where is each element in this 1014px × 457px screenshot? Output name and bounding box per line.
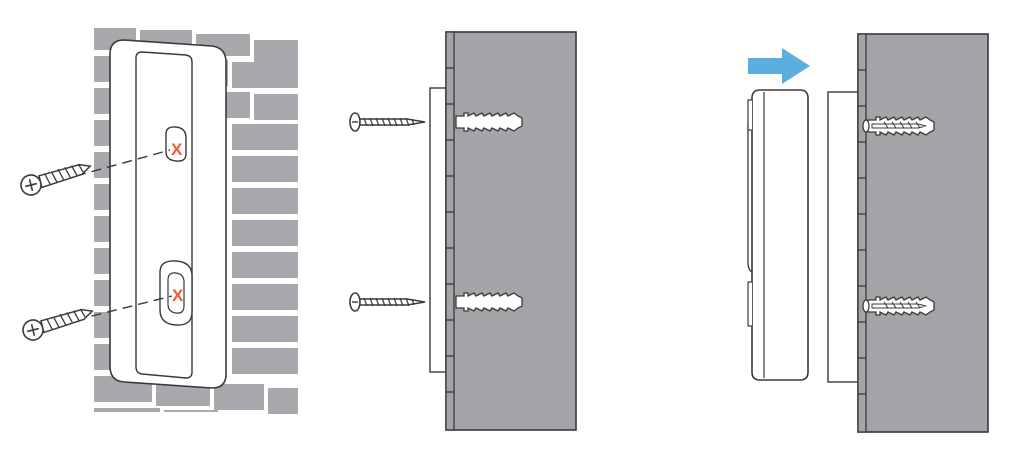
wall-edge xyxy=(445,31,455,431)
wall-anchor-icon xyxy=(455,292,523,312)
upper-guide-line xyxy=(75,149,171,177)
wall-section xyxy=(445,31,577,431)
step-2-panel xyxy=(349,31,577,431)
wall-edge xyxy=(857,33,867,433)
wall-section xyxy=(857,33,989,433)
screw-icon xyxy=(349,292,426,312)
upper-screw-slot xyxy=(165,126,187,162)
plate-side-profile xyxy=(827,91,859,383)
arrow-right-icon xyxy=(748,48,810,84)
screw-icon xyxy=(349,112,426,132)
mounting-plate xyxy=(109,39,227,389)
step-1-panel: X X xyxy=(18,28,298,414)
screw-in-anchor-icon xyxy=(863,117,934,135)
plate-side-profile xyxy=(429,87,447,373)
lower-drill-marker: X xyxy=(172,286,184,305)
doorbell-device xyxy=(747,89,809,381)
wall-anchor-icon xyxy=(455,112,523,132)
step-3-panel xyxy=(747,33,989,433)
lower-screw-slot-inner xyxy=(167,272,185,314)
lower-guide-line xyxy=(75,295,173,321)
screw-in-anchor-icon xyxy=(863,297,934,315)
screw-icon xyxy=(20,304,97,343)
upper-drill-marker: X xyxy=(171,140,183,159)
screw-icon xyxy=(18,159,95,198)
